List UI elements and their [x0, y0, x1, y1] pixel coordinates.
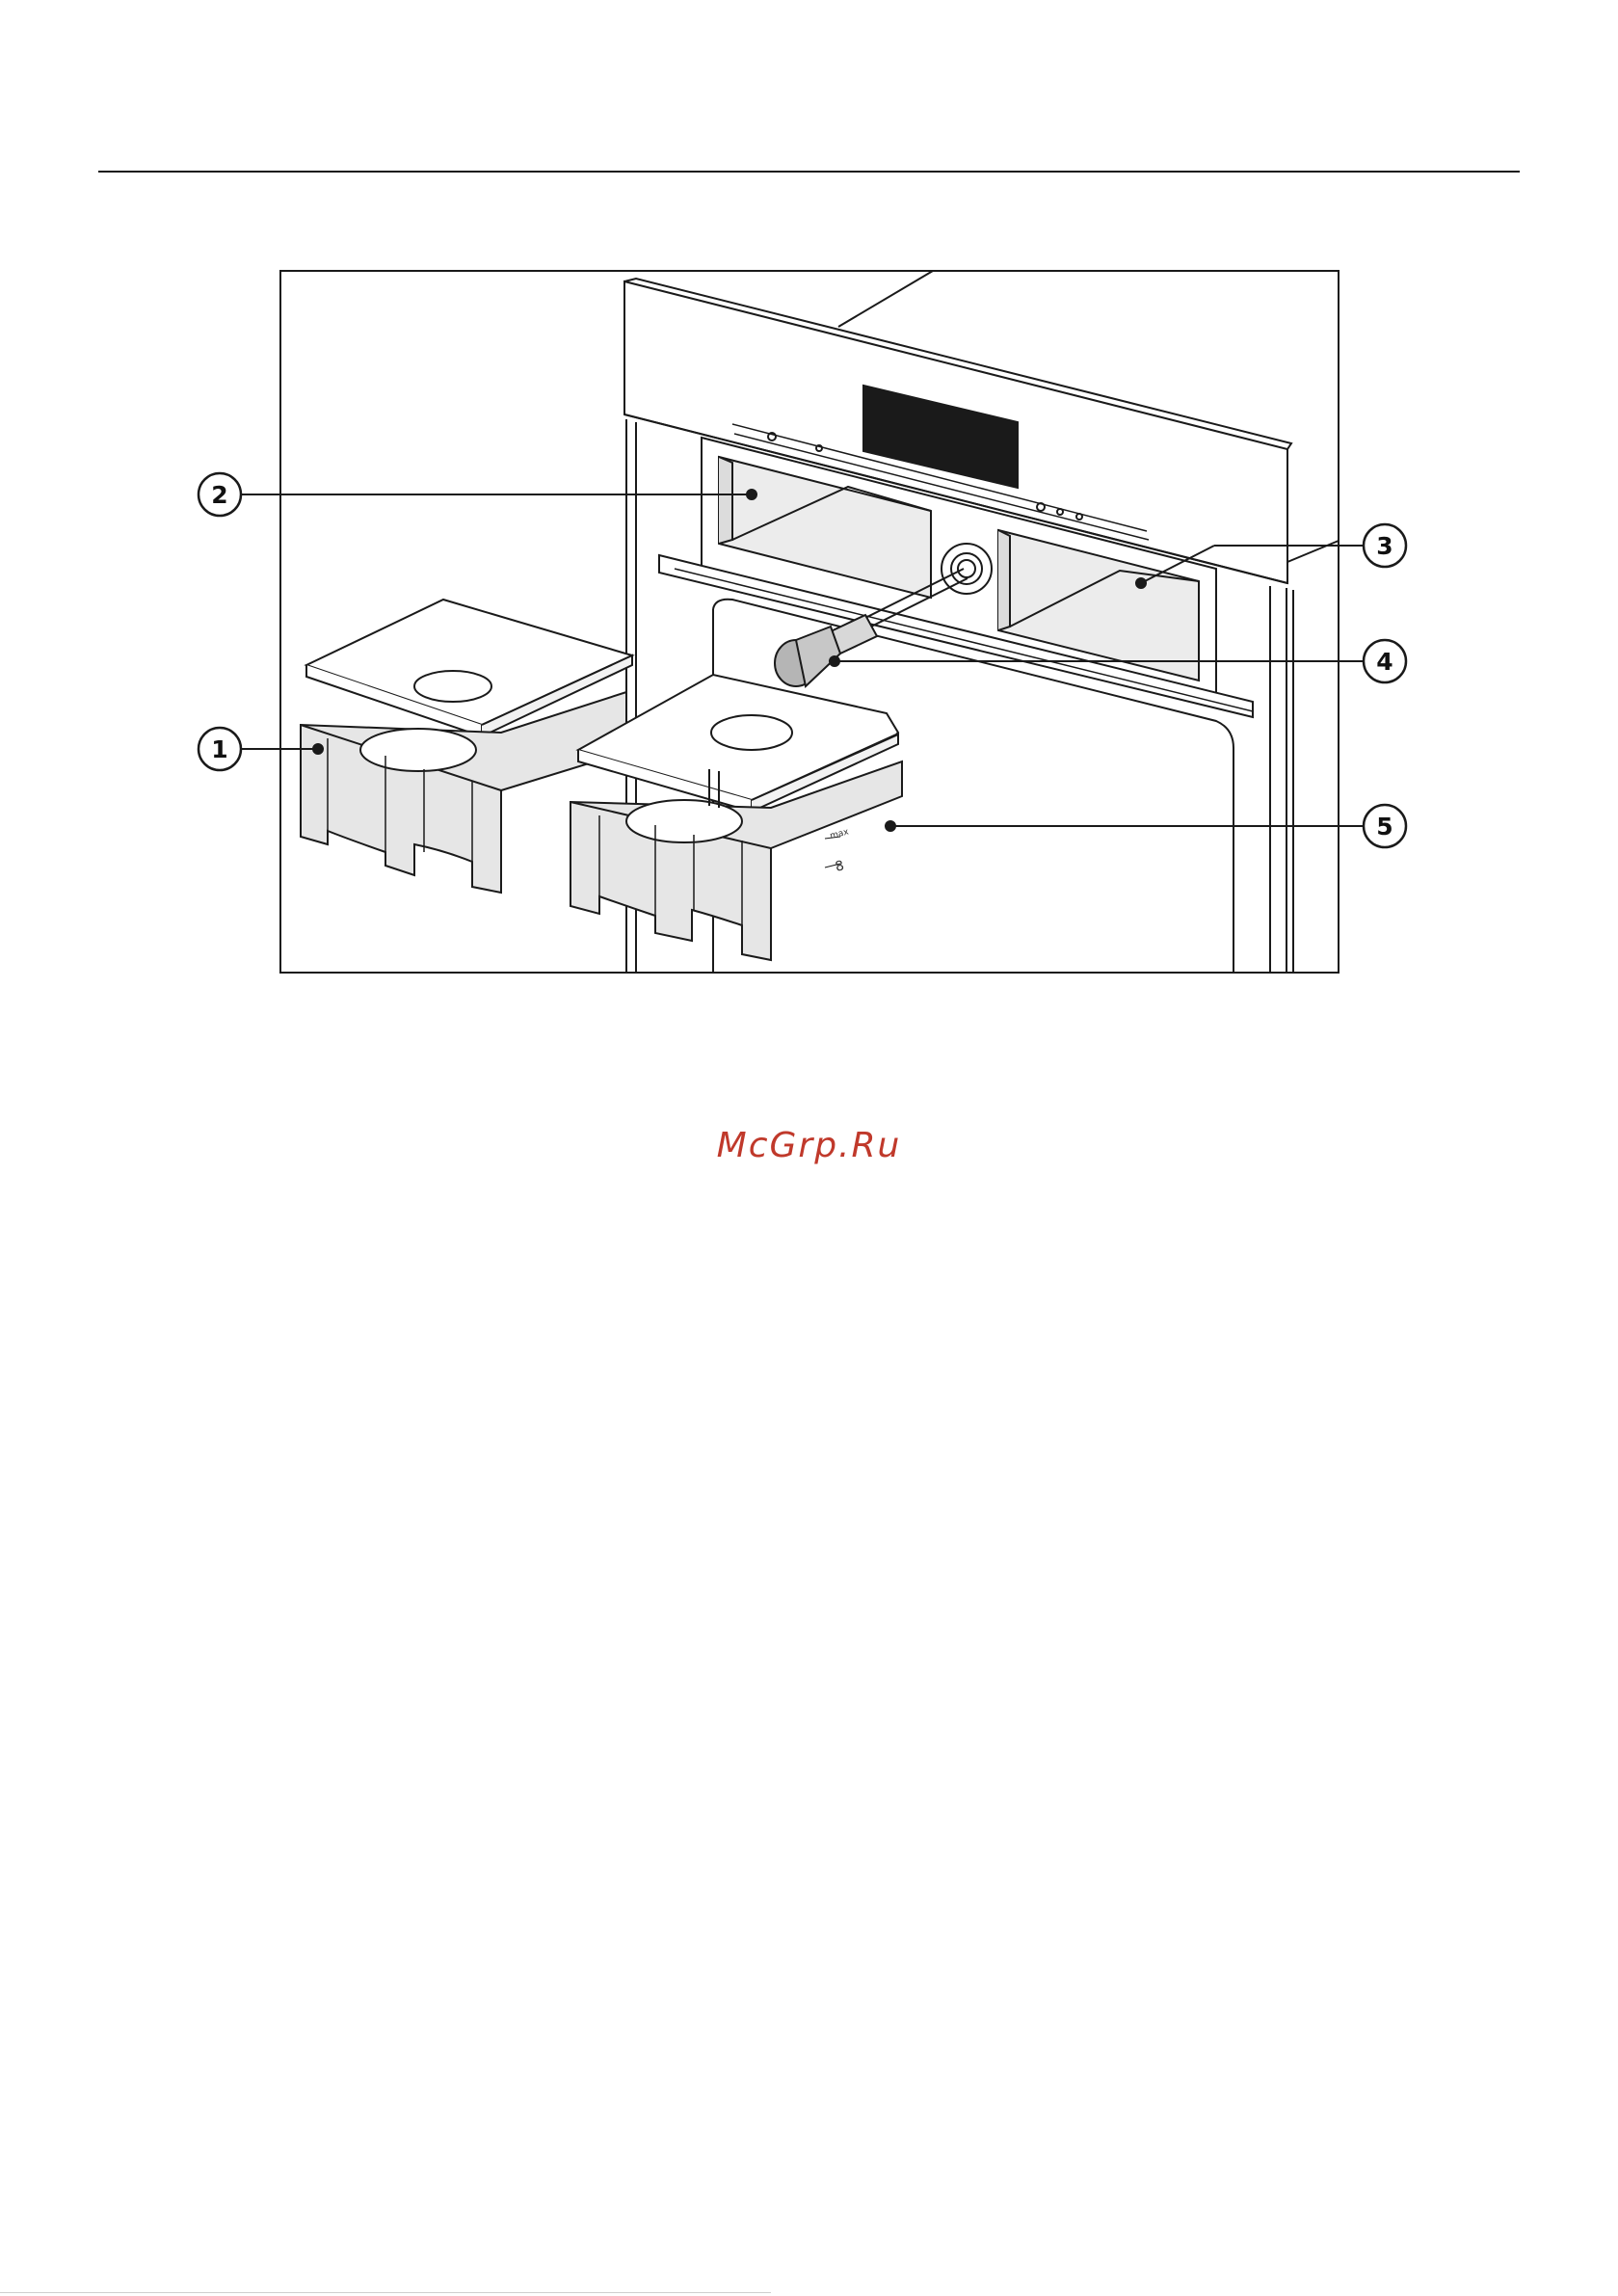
callout-2: 2 — [199, 473, 241, 516]
svg-text:2: 2 — [211, 481, 227, 509]
svg-text:3: 3 — [1376, 532, 1393, 560]
callout-1: 1 — [199, 728, 241, 770]
footer-rule — [0, 2292, 771, 2293]
svg-text:4: 4 — [1376, 648, 1393, 676]
tank-marking-level: 8 — [834, 858, 846, 875]
appliance-illustration: max 8 2 3 4 1 5 — [0, 0, 1618, 1060]
callout-3: 3 — [1364, 524, 1406, 567]
svg-text:1: 1 — [211, 735, 227, 763]
svg-text:5: 5 — [1376, 813, 1393, 841]
tank-marking-max: max — [829, 827, 850, 841]
callout-5: 5 — [1364, 805, 1406, 847]
callout-4: 4 — [1364, 640, 1406, 682]
watermark-text: McGrp.Ru — [0, 1126, 1618, 1165]
